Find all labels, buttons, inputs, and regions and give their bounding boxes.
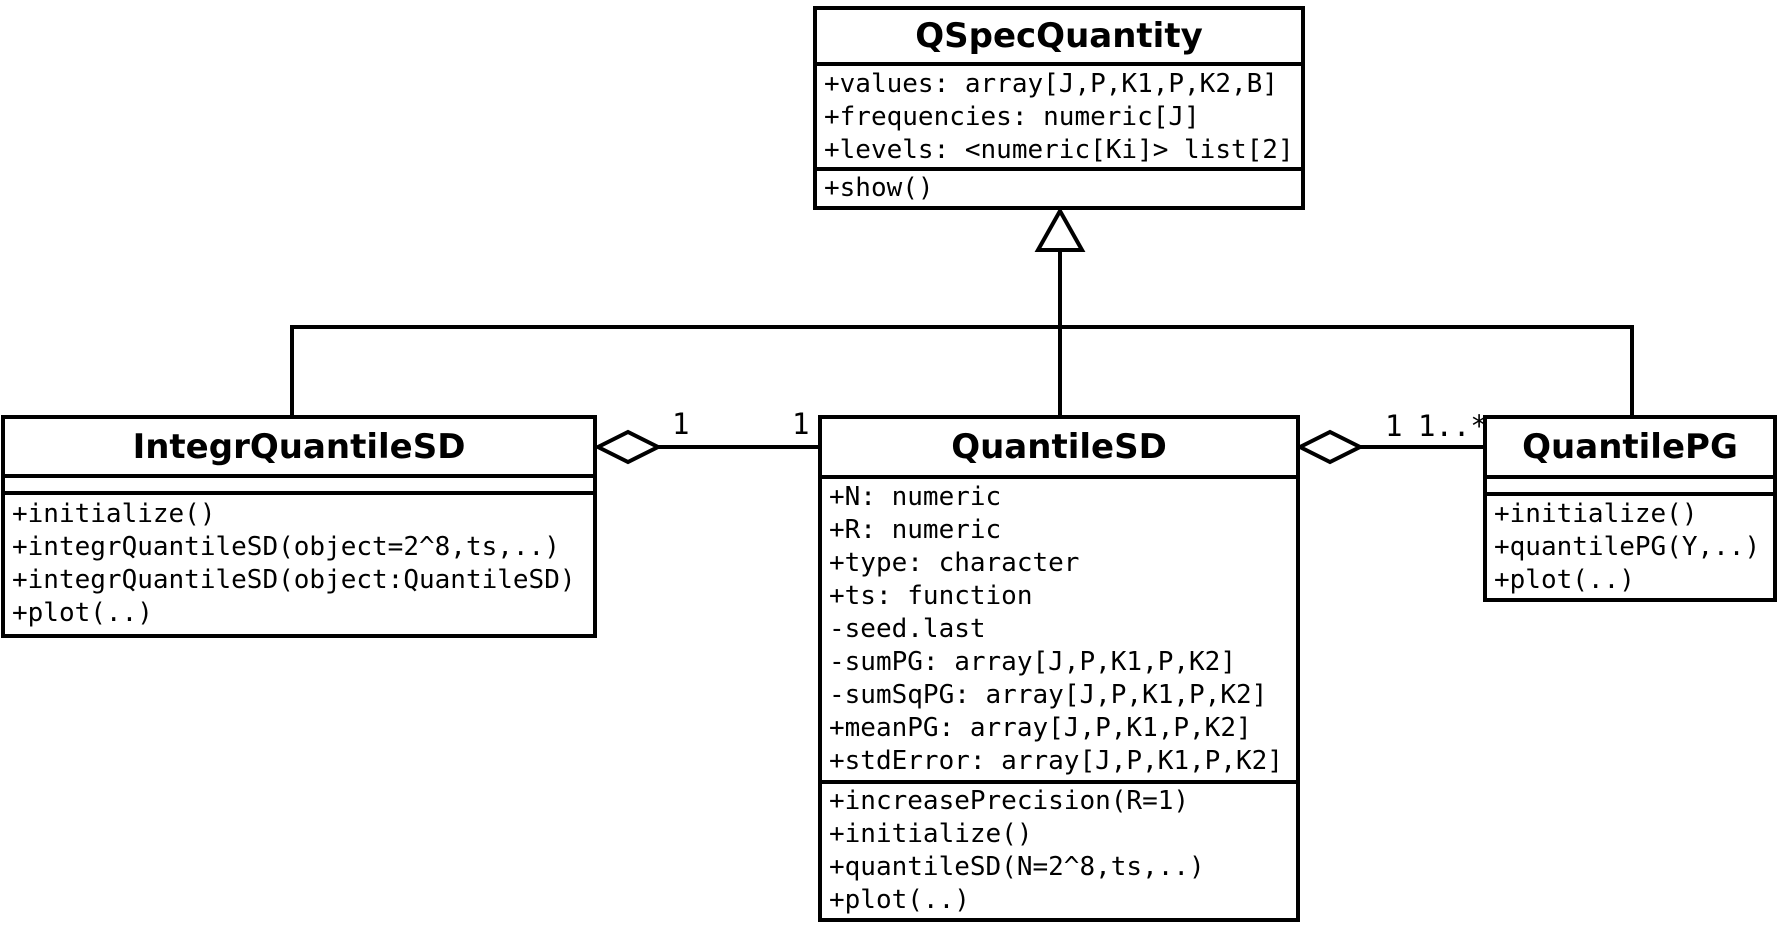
methods-compartment: +increasePrecision(R=1) +initialize() +q… — [822, 780, 1296, 918]
attribute-line: +ts: function — [829, 581, 1033, 611]
aggregation-diamond-icon — [1295, 429, 1365, 465]
methods-compartment: +initialize() +quantilePG(Y,..) +plot(..… — [1487, 492, 1773, 598]
method-line: +initialize() — [12, 499, 216, 529]
method-line: +integrQuantileSD(object:QuantileSD) — [12, 565, 576, 595]
class-box-qspecquantity: QSpecQuantity +values: array[J,P,K1,P,K2… — [813, 6, 1305, 210]
method-line: +integrQuantileSD(object=2^8,ts,..) — [12, 532, 560, 562]
methods-compartment: +initialize() +integrQuantileSD(object=2… — [5, 491, 593, 634]
attributes-compartment: +values: array[J,P,K1,P,K2,B] +frequenci… — [817, 62, 1301, 167]
attribute-line: +R: numeric — [829, 515, 1002, 545]
aggregation-diamond-icon — [593, 429, 663, 465]
method-line: +initialize() — [829, 819, 1033, 849]
method-line: +quantilePG(Y,..) — [1494, 532, 1761, 562]
class-title: IntegrQuantileSD — [132, 426, 466, 467]
method-line: +quantileSD(N=2^8,ts,..) — [829, 852, 1205, 882]
class-title: QuantileSD — [951, 427, 1167, 467]
method-line: +initialize() — [1494, 499, 1698, 529]
attribute-line: +frequencies: numeric[J] — [824, 102, 1200, 132]
attributes-compartment — [1487, 475, 1773, 492]
multiplicity-label: 1 — [672, 407, 690, 441]
multiplicity-label: 1 — [1385, 409, 1403, 443]
attributes-compartment: +N: numeric +R: numeric +type: character… — [822, 475, 1296, 780]
multiplicity-label: 1 — [792, 407, 810, 441]
attributes-compartment — [5, 474, 593, 491]
attribute-line: -sumSqPG: array[J,P,K1,P,K2] — [829, 680, 1268, 710]
attribute-line: +values: array[J,P,K1,P,K2,B] — [824, 69, 1278, 99]
attribute-line: -sumPG: array[J,P,K1,P,K2] — [829, 647, 1236, 677]
attribute-line: +type: character — [829, 548, 1080, 578]
method-line: +plot(..) — [829, 885, 970, 915]
class-title: QSpecQuantity — [915, 16, 1203, 56]
attribute-line: +N: numeric — [829, 482, 1002, 512]
attribute-line: +meanPG: array[J,P,K1,P,K2] — [829, 713, 1252, 743]
method-line: +increasePrecision(R=1) — [829, 786, 1190, 816]
attribute-line: +levels: <numeric[Ki]> list[2] — [824, 135, 1294, 165]
method-line: +show() — [824, 173, 934, 203]
method-line: +plot(..) — [12, 598, 153, 628]
multiplicity-label: 1..* — [1418, 409, 1488, 443]
method-line: +plot(..) — [1494, 565, 1635, 595]
methods-compartment: +show() — [817, 167, 1301, 206]
inheritance-triangle-icon — [1034, 206, 1086, 252]
attribute-line: +stdError: array[J,P,K1,P,K2] — [829, 746, 1283, 776]
class-box-integrquantilesd: IntegrQuantileSD +initialize() +integrQu… — [1, 415, 597, 638]
class-title: QuantilePG — [1522, 427, 1738, 467]
attribute-line: -seed.last — [829, 614, 986, 644]
class-box-quantilesd: QuantileSD +N: numeric +R: numeric +type… — [818, 415, 1300, 922]
class-box-quantilepg: QuantilePG +initialize() +quantilePG(Y,.… — [1483, 415, 1777, 602]
